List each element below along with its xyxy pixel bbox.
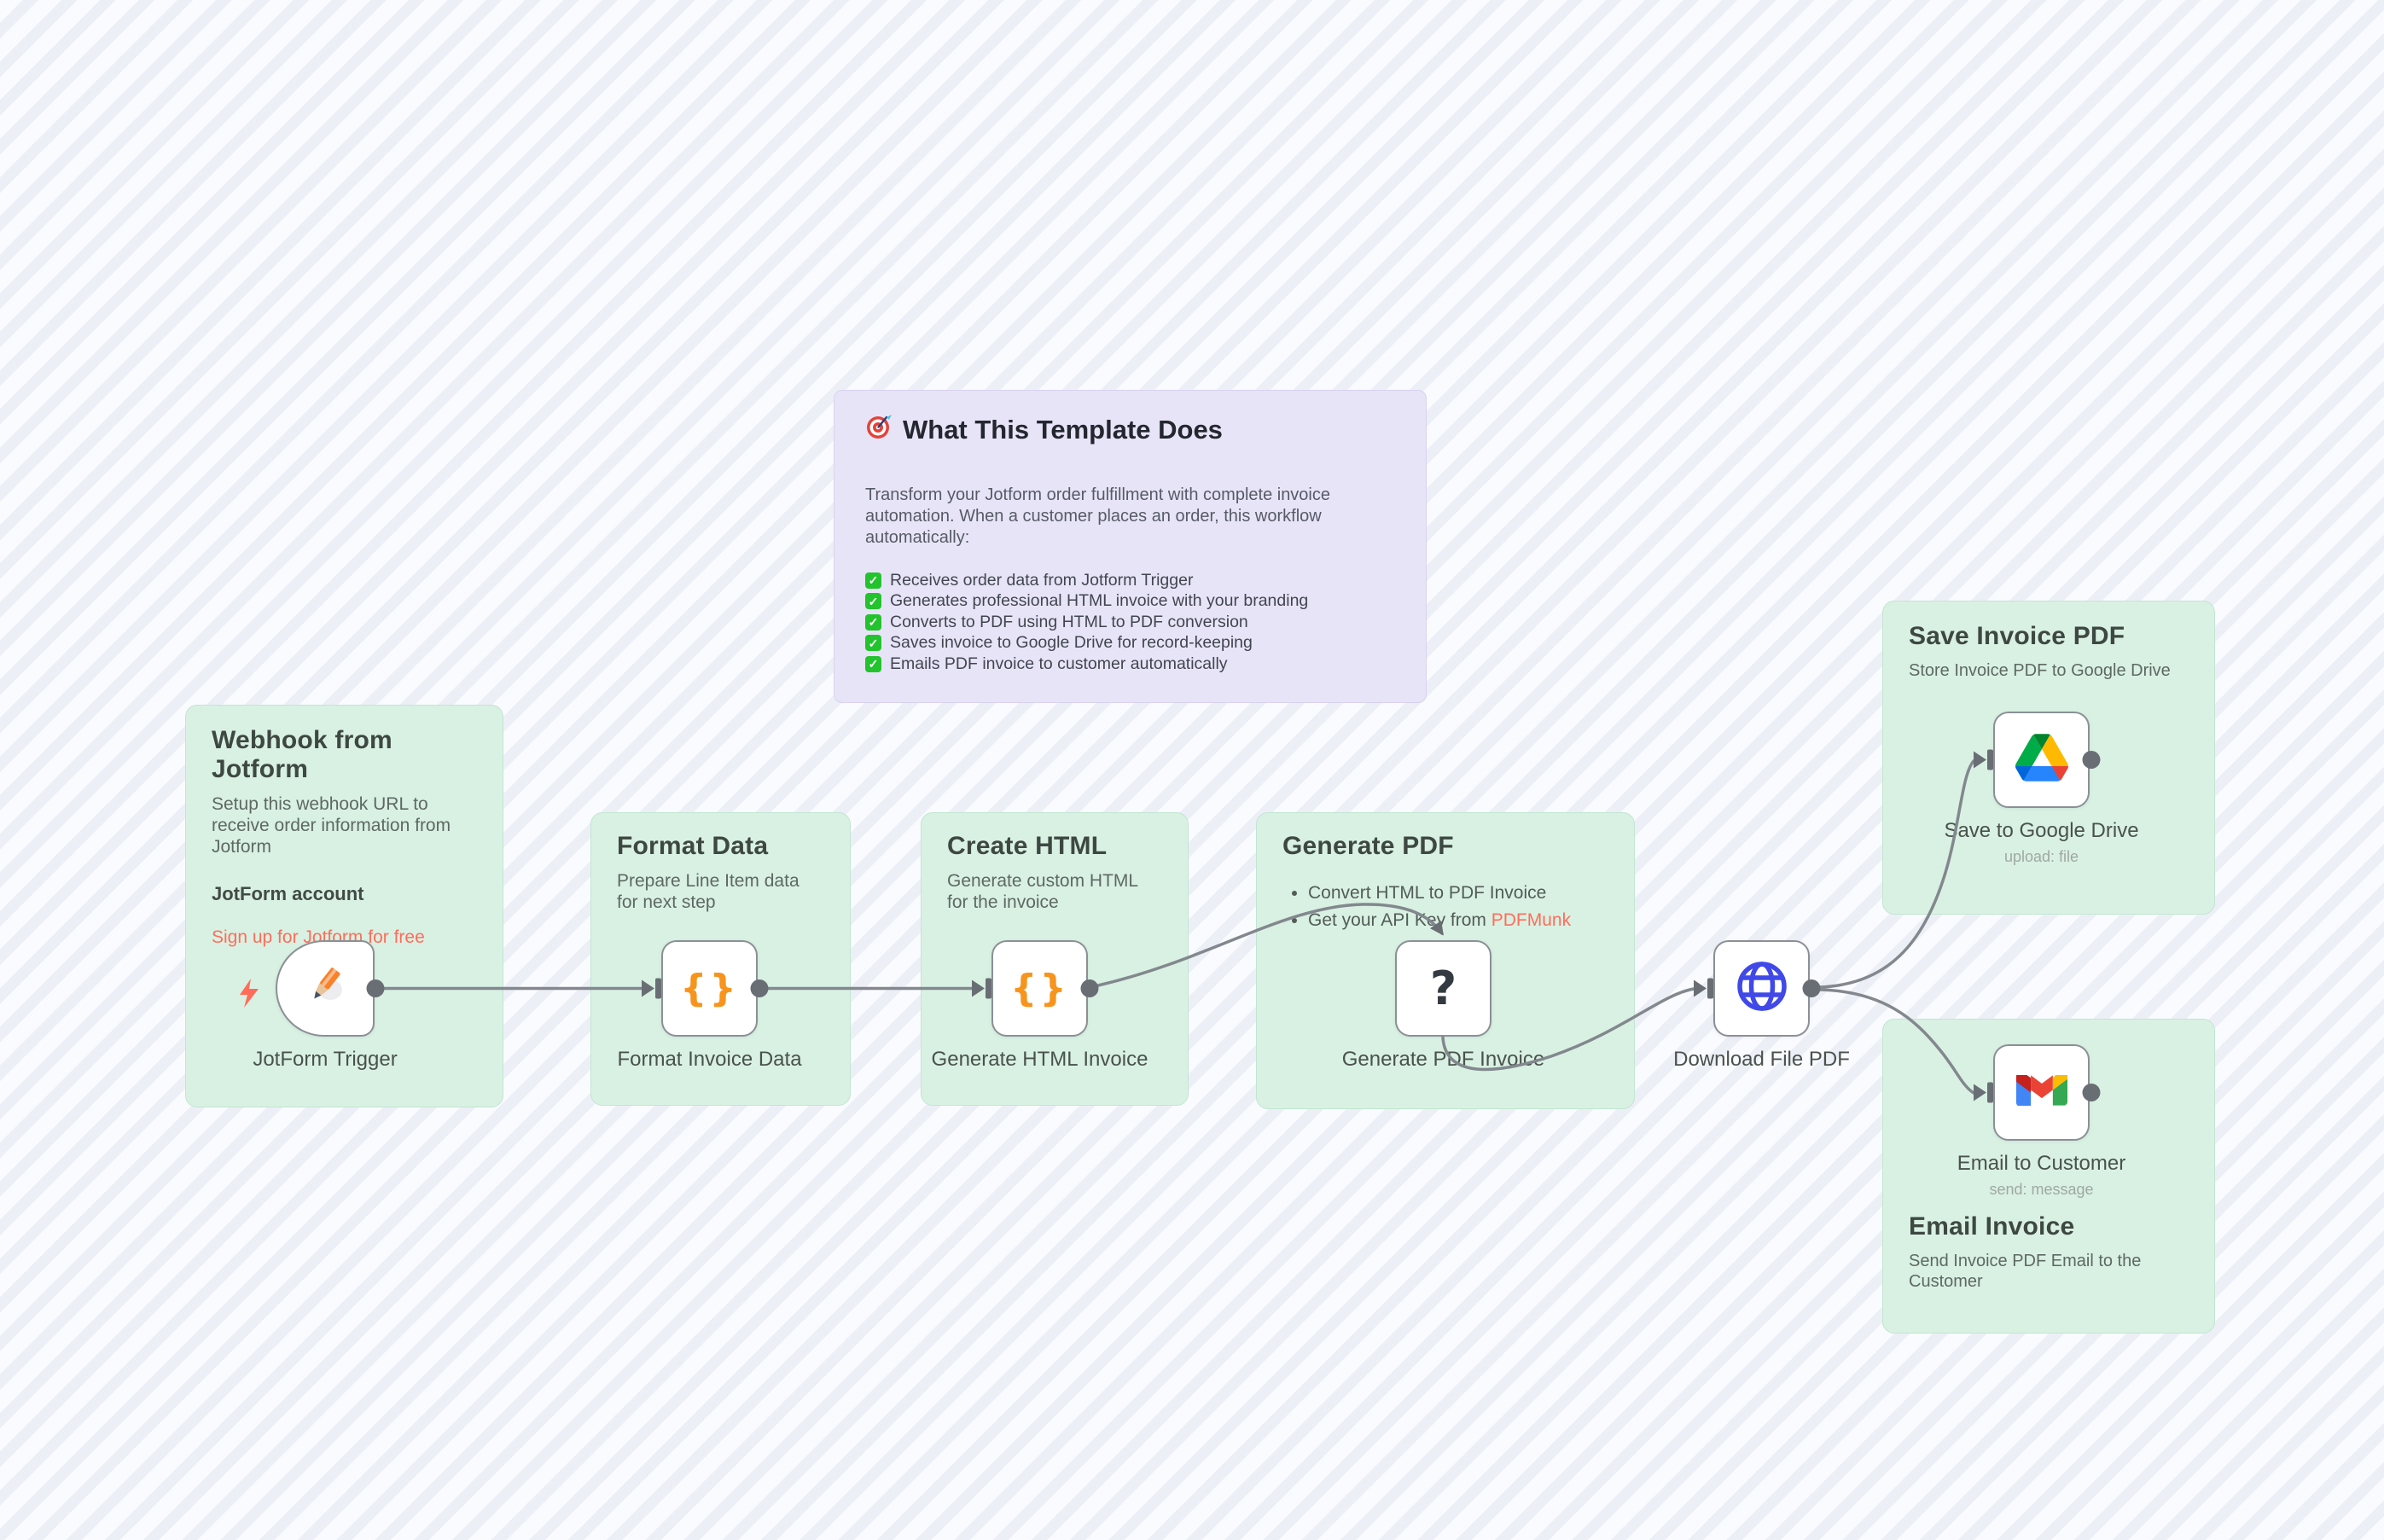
- jotform-signup-link[interactable]: Sign up for Jotform for free: [212, 927, 425, 948]
- bullet-item: Convert HTML to PDF Invoice: [1308, 881, 1608, 905]
- node-generate-html-invoice-wrap: {} Generate HTML Invoice: [932, 940, 1148, 1071]
- code-braces-icon: {}: [680, 966, 739, 1010]
- jotform-pencil-icon: [299, 961, 351, 1016]
- target-icon: [865, 413, 893, 447]
- node-label: Save to Google Drive: [1944, 819, 2139, 842]
- node-generate-pdf-invoice[interactable]: ?: [1395, 940, 1491, 1037]
- sticky-body: Prepare Line Item data for next step: [617, 871, 800, 912]
- node-generate-pdf-invoice-wrap: ? Generate PDF Invoice: [1342, 940, 1544, 1071]
- note-title: What This Template Does: [903, 415, 1223, 445]
- node-save-to-google-drive[interactable]: [1993, 712, 2090, 808]
- check-icon: ✓: [865, 635, 881, 652]
- sticky-body: Generate custom HTML for the invoice: [947, 871, 1138, 912]
- check-item-text: Emails PDF invoice to customer automatic…: [890, 654, 1228, 673]
- node-sublabel: upload: file: [2003, 848, 2079, 865]
- node-label: Download File PDF: [1673, 1048, 1850, 1071]
- lightning-bolt-icon: [236, 978, 262, 1013]
- check-icon: ✓: [865, 572, 881, 589]
- check-icon: ✓: [865, 613, 881, 631]
- node-label: JotForm Trigger: [253, 1048, 398, 1071]
- check-item-text: Saves invoice to Google Drive for record…: [890, 633, 1253, 653]
- note-intro: Transform your Jotform order fulfillment…: [865, 485, 1330, 547]
- sticky-note-template-info[interactable]: What This Template Does Transform your J…: [834, 390, 1427, 703]
- sticky-title: Email Invoice: [1909, 1212, 2075, 1241]
- sticky-body: Setup this webhook URL to receive order …: [212, 794, 451, 857]
- input-port[interactable]: [1694, 978, 1713, 999]
- sticky-bullet-list: Convert HTML to PDF Invoice Get your API…: [1282, 881, 1608, 933]
- check-item: ✓ Generates professional HTML invoice wi…: [865, 591, 1395, 613]
- check-item-text: Receives order data from Jotform Trigger: [890, 570, 1194, 590]
- jotform-account-label: JotForm account: [212, 883, 364, 905]
- google-drive-icon: [2015, 734, 2068, 786]
- node-generate-html-invoice[interactable]: {}: [991, 940, 1088, 1037]
- node-label: Email to Customer: [1957, 1152, 2126, 1175]
- check-item-text: Generates professional HTML invoice with…: [890, 591, 1309, 611]
- sticky-webhook-from-jotform[interactable]: Webhook from Jotform Setup this webhook …: [185, 705, 503, 1107]
- bullet-item: Get your API Key from PDFMunk: [1308, 909, 1608, 933]
- sticky-title: Webhook from Jotform: [212, 726, 392, 783]
- check-item: ✓ Saves invoice to Google Drive for reco…: [865, 633, 1395, 654]
- node-format-invoice-data[interactable]: {}: [661, 940, 758, 1037]
- sticky-title: Format Data: [617, 832, 769, 860]
- node-jotform-trigger[interactable]: [276, 940, 375, 1037]
- node-email-to-customer[interactable]: [1993, 1044, 2090, 1141]
- sticky-body: Send Invoice PDF Email to the Customer: [1909, 1252, 2142, 1291]
- sticky-title: Generate PDF: [1282, 832, 1454, 860]
- globe-icon: [1734, 958, 1790, 1019]
- node-save-to-google-drive-wrap: Save to Google Drive upload: file: [1944, 712, 2139, 865]
- sticky-title: Save Invoice PDF: [1909, 622, 2125, 650]
- node-email-to-customer-wrap: Email to Customer send: message: [1957, 1044, 2125, 1198]
- gmail-icon: [2015, 1070, 2067, 1110]
- node-download-file-pdf[interactable]: [1713, 940, 1810, 1037]
- note-check-list: ✓ Receives order data from Jotform Trigg…: [865, 570, 1395, 675]
- check-icon: ✓: [865, 593, 881, 610]
- node-label: Format Invoice Data: [617, 1048, 802, 1071]
- node-jotform-trigger-wrap: JotForm Trigger: [240, 940, 398, 1071]
- node-download-file-pdf-wrap: Download File PDF: [1673, 940, 1850, 1071]
- node-sublabel: send: message: [1989, 1181, 2094, 1198]
- check-icon: ✓: [865, 655, 881, 672]
- bullet-text: Get your API Key from: [1308, 910, 1491, 931]
- pdfmunk-link[interactable]: PDFMunk: [1491, 910, 1572, 931]
- sticky-body: Store Invoice PDF to Google Drive: [1909, 661, 2171, 680]
- node-format-invoice-data-wrap: {} Format Invoice Data: [617, 940, 802, 1071]
- check-item: ✓ Receives order data from Jotform Trigg…: [865, 570, 1395, 591]
- node-label: Generate PDF Invoice: [1341, 1048, 1545, 1071]
- node-label: Generate HTML Invoice: [931, 1048, 1148, 1071]
- question-mark-icon: ?: [1429, 961, 1457, 1015]
- check-item: ✓ Converts to PDF using HTML to PDF conv…: [865, 612, 1395, 633]
- check-item: ✓ Emails PDF invoice to customer automat…: [865, 654, 1395, 675]
- code-braces-icon: {}: [1010, 966, 1069, 1010]
- sticky-title: Create HTML: [947, 832, 1108, 860]
- check-item-text: Converts to PDF using HTML to PDF conver…: [890, 612, 1248, 631]
